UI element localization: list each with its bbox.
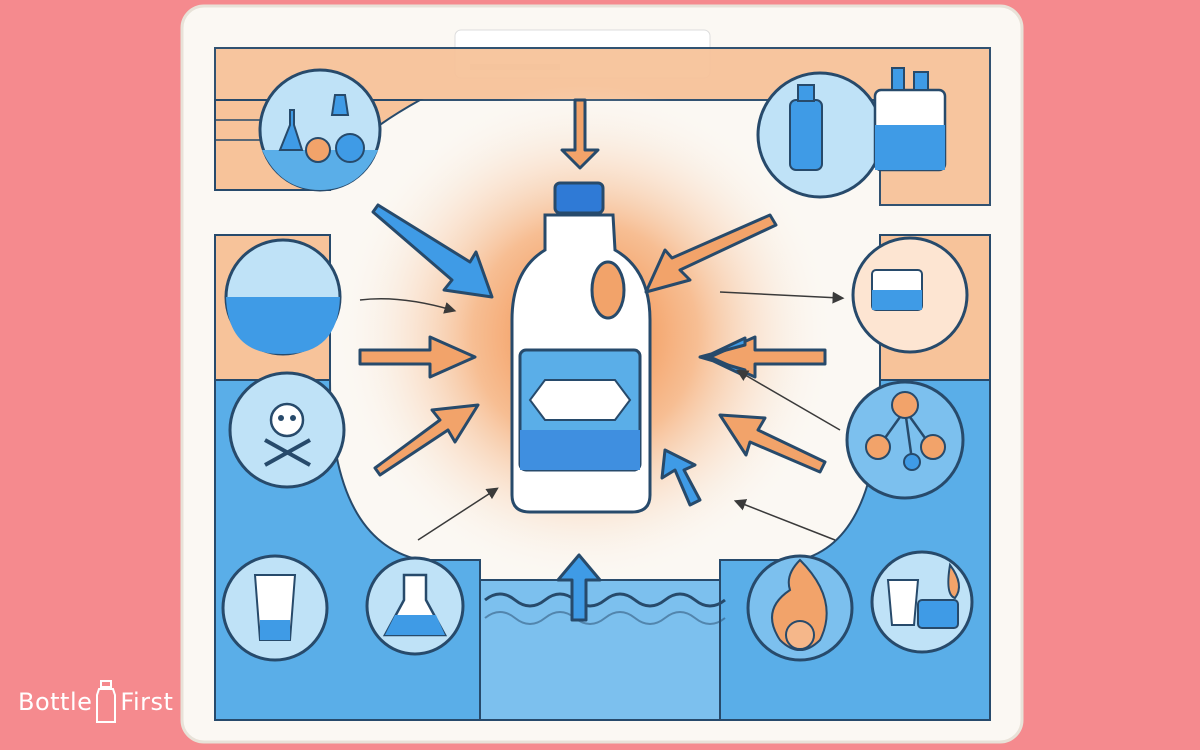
cups-icon xyxy=(870,550,974,654)
cup-icon xyxy=(221,554,329,662)
spray-bottle-icon xyxy=(756,71,884,199)
flasks-icon xyxy=(258,68,382,192)
beaker-icon xyxy=(365,556,465,656)
brand-logo: Bottle First xyxy=(18,678,173,726)
bleach-jug-icon xyxy=(873,67,947,172)
molecule-icon xyxy=(845,380,965,500)
skull-crossbones-icon xyxy=(228,371,346,489)
brand-word-right: First xyxy=(120,688,174,716)
connector-lines xyxy=(359,291,845,541)
fire-icon xyxy=(746,554,854,662)
brand-word-left: Bottle xyxy=(18,688,93,716)
bleach-jug-small-icon xyxy=(851,236,969,354)
arrows xyxy=(358,98,827,622)
bottle-logo-icon xyxy=(96,680,117,723)
bleach-bottle-icon xyxy=(510,181,652,514)
water-basin-icon xyxy=(224,238,342,356)
